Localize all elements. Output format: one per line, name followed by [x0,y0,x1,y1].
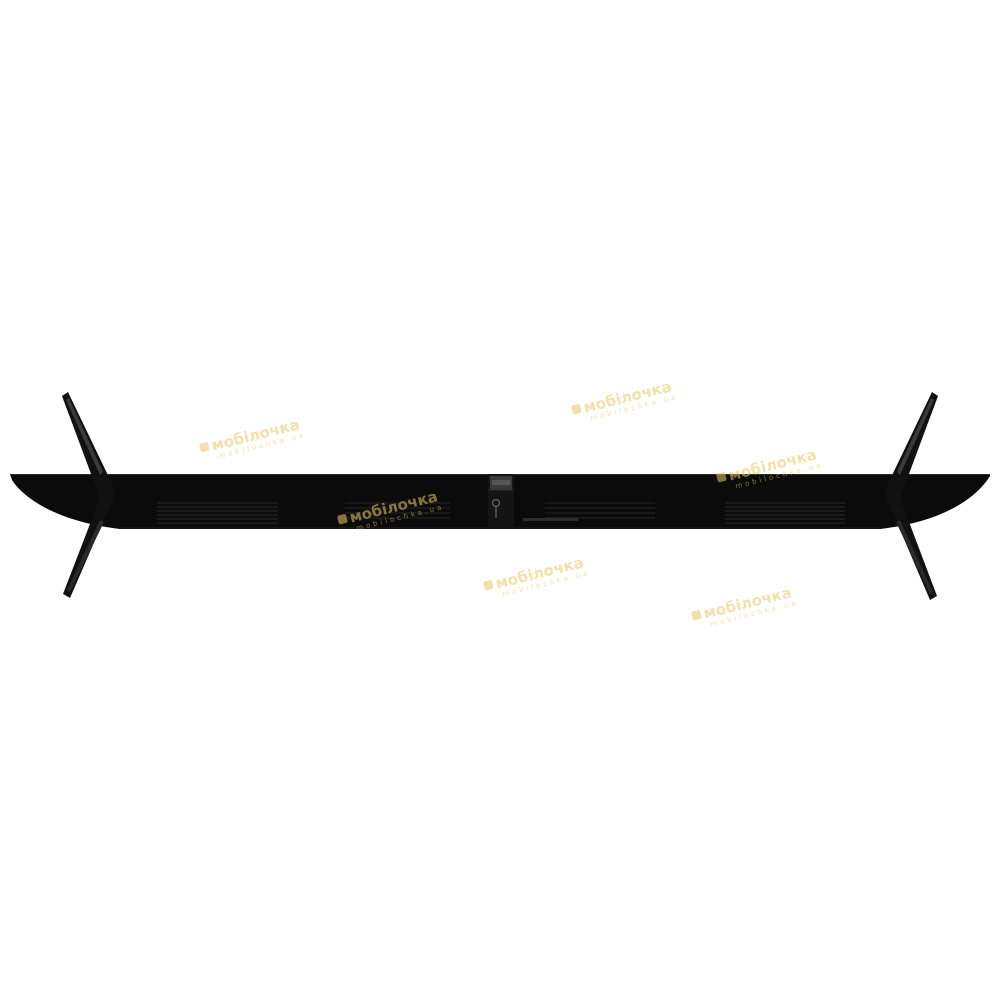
right-stand-leg-shape [884,392,938,600]
left-stand-leg-shape [62,392,116,598]
vent-grille-center-left [345,502,450,519]
left-stand-highlight-lower [67,520,104,592]
right-stand-highlight-lower [896,520,933,594]
left-stand-highlight [66,398,103,475]
vent-grille-right [725,502,845,524]
vent-grille-left [157,502,278,524]
right-stand-leg [884,392,938,600]
tv-body [10,474,990,529]
port-strip [523,518,578,521]
right-stand-highlight [897,398,934,475]
left-stand-leg [62,392,116,598]
center-cable-cover [488,474,514,529]
